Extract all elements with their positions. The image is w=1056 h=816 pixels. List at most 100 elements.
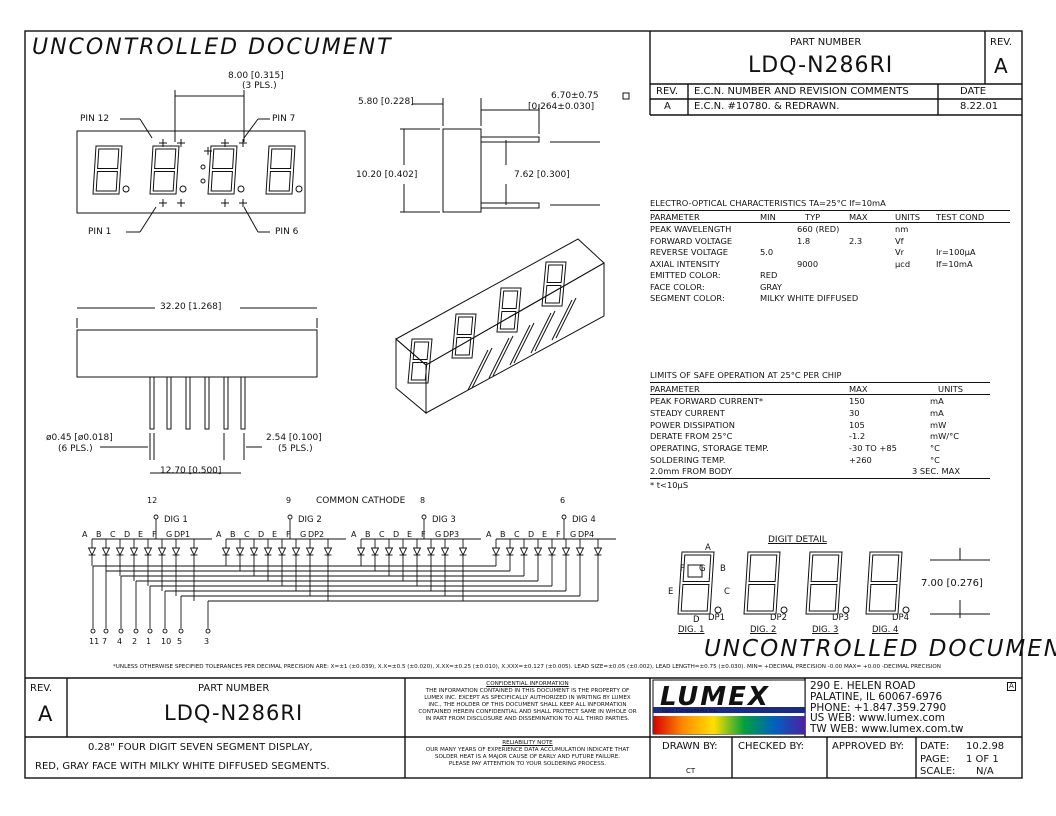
logo-wordmark: LUMEX xyxy=(660,682,770,712)
limits-cell: OPERATING, STORAGE TEMP. xyxy=(650,443,769,454)
seg-label-30: G xyxy=(570,530,577,539)
seg-label-0: A xyxy=(82,530,88,539)
lim-h-units: UNITS xyxy=(938,384,964,395)
bottom-pin-label-1: 7 xyxy=(102,637,108,646)
detail-seg-label-6: G xyxy=(699,564,706,574)
diode-12 xyxy=(277,547,287,557)
cathode-pin-label-1: 12 xyxy=(147,496,158,505)
iso-lead-2 xyxy=(509,324,531,366)
approved-by-label: APPROVED BY: xyxy=(832,741,905,752)
detail-digit-4 xyxy=(865,551,903,615)
rev-col-header: REV. xyxy=(656,86,678,97)
label-pin-6: PIN 6 xyxy=(275,227,299,237)
electro-cell: 5.0 xyxy=(760,247,774,258)
detail-dp-label-1: DP1 xyxy=(708,613,726,623)
diode-18 xyxy=(384,547,394,557)
eo-h-units: UNITS xyxy=(895,212,921,223)
seg-label-3: D xyxy=(124,530,131,539)
diode-27 xyxy=(533,547,543,557)
seg-label-21: F xyxy=(421,530,426,539)
iso-lead-3 xyxy=(530,312,552,354)
bottom-pin-2 xyxy=(166,376,172,430)
bottom-pin-6 xyxy=(240,376,246,430)
reliability-title: RELIABILITY NOTE xyxy=(502,740,553,746)
detail-dp-1 xyxy=(714,606,722,614)
front-dp-4 xyxy=(295,185,303,193)
cathode-pin-1 xyxy=(153,514,159,520)
note-line: PHONE: +1.847.359.2790 xyxy=(810,701,947,714)
seg-label-2: C xyxy=(110,530,116,539)
detail-digit-label-2: DIG. 2 xyxy=(750,625,777,635)
limits-title: LIMITS OF SAFE OPERATION AT 25°C PER CHI… xyxy=(650,370,842,380)
tb-rev-label: REV. xyxy=(30,683,52,694)
limits-row: OPERATING, STORAGE TEMP.-30 TO +85°C xyxy=(650,442,990,454)
seg-label-10: C xyxy=(244,530,250,539)
dim-row-spacing: 7.62 [0.300] xyxy=(514,170,570,180)
diode-15 xyxy=(323,547,333,557)
logo-tagline-bar xyxy=(653,707,805,713)
detail-digit-1 xyxy=(677,551,715,615)
confidential-note: CONFIDENTIAL INFORMATION THE INFORMATION… xyxy=(405,681,650,723)
electro-cell: MILKY WHITE DIFFUSED xyxy=(760,293,859,304)
diode-31 xyxy=(593,547,603,557)
iso-view xyxy=(395,238,605,415)
electro-optical-header-row: PARAMETER MIN TYP MAX UNITS TEST COND xyxy=(650,210,1010,224)
rev-row-rev: A xyxy=(664,101,671,112)
bottom-pin-label-3: 2 xyxy=(132,637,138,646)
electro-cell: Ir=100µA xyxy=(936,247,976,258)
leader-pin6-b xyxy=(243,206,259,233)
note-line: IN PART FROM DISCLOSURE AND DISSEMINATIO… xyxy=(425,716,630,722)
bottom-pin-label-6: 5 xyxy=(177,637,183,646)
note-line: OUR MANY YEARS OF EXPERIENCE DATA ACCUMU… xyxy=(425,747,630,753)
note-line: INC., THE HOLDER OF THIS DOCUMENT SHALL … xyxy=(428,702,627,708)
iso-lead-b-2 xyxy=(513,322,535,364)
seg-label-15: DP2 xyxy=(308,530,325,539)
cathode-pin-4 xyxy=(561,514,567,520)
dim-pin-diameter: ø0.45 [ø0.018] xyxy=(46,433,113,443)
seg-label-29: F xyxy=(556,530,561,539)
tb-part-number: LDQ-N286RI xyxy=(164,701,304,725)
detail-dp-2 xyxy=(780,606,788,614)
seg-label-23: DP3 xyxy=(443,530,460,539)
eo-h-typ: TYP xyxy=(805,212,821,223)
detail-seg-label-2: C xyxy=(724,587,730,597)
bottom-pin-label-4: 1 xyxy=(146,637,152,646)
diode-21 xyxy=(426,547,436,557)
seg-label-5: F xyxy=(152,530,157,539)
seg-label-26: C xyxy=(514,530,520,539)
detail-seg-label-5: F xyxy=(680,564,685,574)
side-view-body xyxy=(442,128,482,213)
uncontrolled-stamp-bottom: UNCONTROLLED DOCUMENT xyxy=(704,636,1056,662)
limits-cell: DERATE FROM 25°C xyxy=(650,431,733,442)
electro-row: EMITTED COLOR:RED xyxy=(650,269,1010,281)
electro-cell: 660 (RED) xyxy=(797,224,840,235)
rev-row-ecn: E.C.N. #10780. & REDRAWN. xyxy=(694,101,840,112)
diode-9 xyxy=(235,547,245,557)
front-dp-2 xyxy=(179,185,187,193)
note-line: THE INFORMATION CONTAINED IN THIS DOCUME… xyxy=(425,688,630,694)
side-dim-box xyxy=(622,92,630,100)
tolerance-note: *UNLESS OTHERWISE SPECIFIED TOLERANCES P… xyxy=(113,664,941,670)
limits-cell: 2.0mm FROM BODY xyxy=(650,466,732,477)
electro-optical-section: ELECTRO-OPTICAL CHARACTERISTICS TA=25°C … xyxy=(650,199,1010,304)
note-line: US WEB: www.lumex.com xyxy=(810,712,945,725)
detail-digit-label-1: DIG. 1 xyxy=(678,625,705,635)
limits-cell: PEAK FORWARD CURRENT* xyxy=(650,396,764,407)
digit-detail-title: DIGIT DETAIL xyxy=(768,535,827,545)
dim-width: 32.20 [1.268] xyxy=(160,302,222,312)
digit-label-3: DIG 3 xyxy=(432,515,456,525)
iso-front-face xyxy=(425,262,605,414)
limits-cell: -30 TO +85 xyxy=(849,443,897,454)
note-line: LUMEX INC. EXCEPT AS SPECIFICALLY AUTHOR… xyxy=(424,695,631,701)
seg-label-6: G xyxy=(166,530,173,539)
iso-lead-b-4 xyxy=(555,297,577,339)
bottom-pin-0 xyxy=(90,628,96,634)
bottom-pin-2 xyxy=(118,628,124,634)
seg-label-8: A xyxy=(216,530,222,539)
